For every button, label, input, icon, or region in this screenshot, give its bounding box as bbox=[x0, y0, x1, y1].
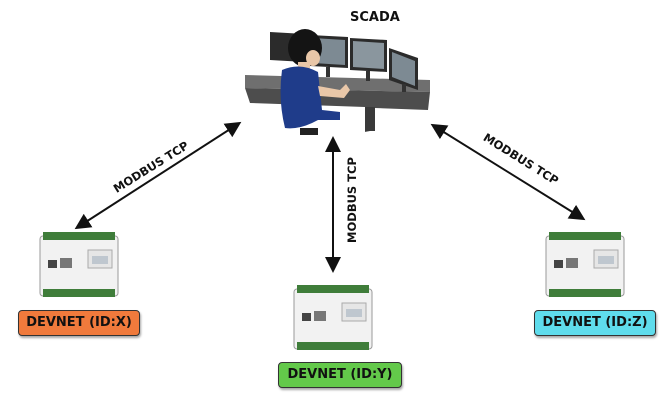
devnet-label-z: DEVNET (ID:Z) bbox=[534, 310, 656, 336]
arrow-scada-devnet-x bbox=[74, 121, 242, 230]
devnet-label-x: DEVNET (ID:X) bbox=[18, 310, 140, 336]
operator-figure bbox=[280, 29, 350, 135]
scada-title: SCADA bbox=[350, 10, 400, 25]
arrow-scada-devnet-z bbox=[430, 123, 586, 221]
devnet-module-y bbox=[293, 285, 373, 350]
devnet-module-x bbox=[39, 232, 119, 297]
devnet-module-z bbox=[545, 232, 625, 297]
devnet-label-y: DEVNET (ID:Y) bbox=[278, 362, 402, 388]
